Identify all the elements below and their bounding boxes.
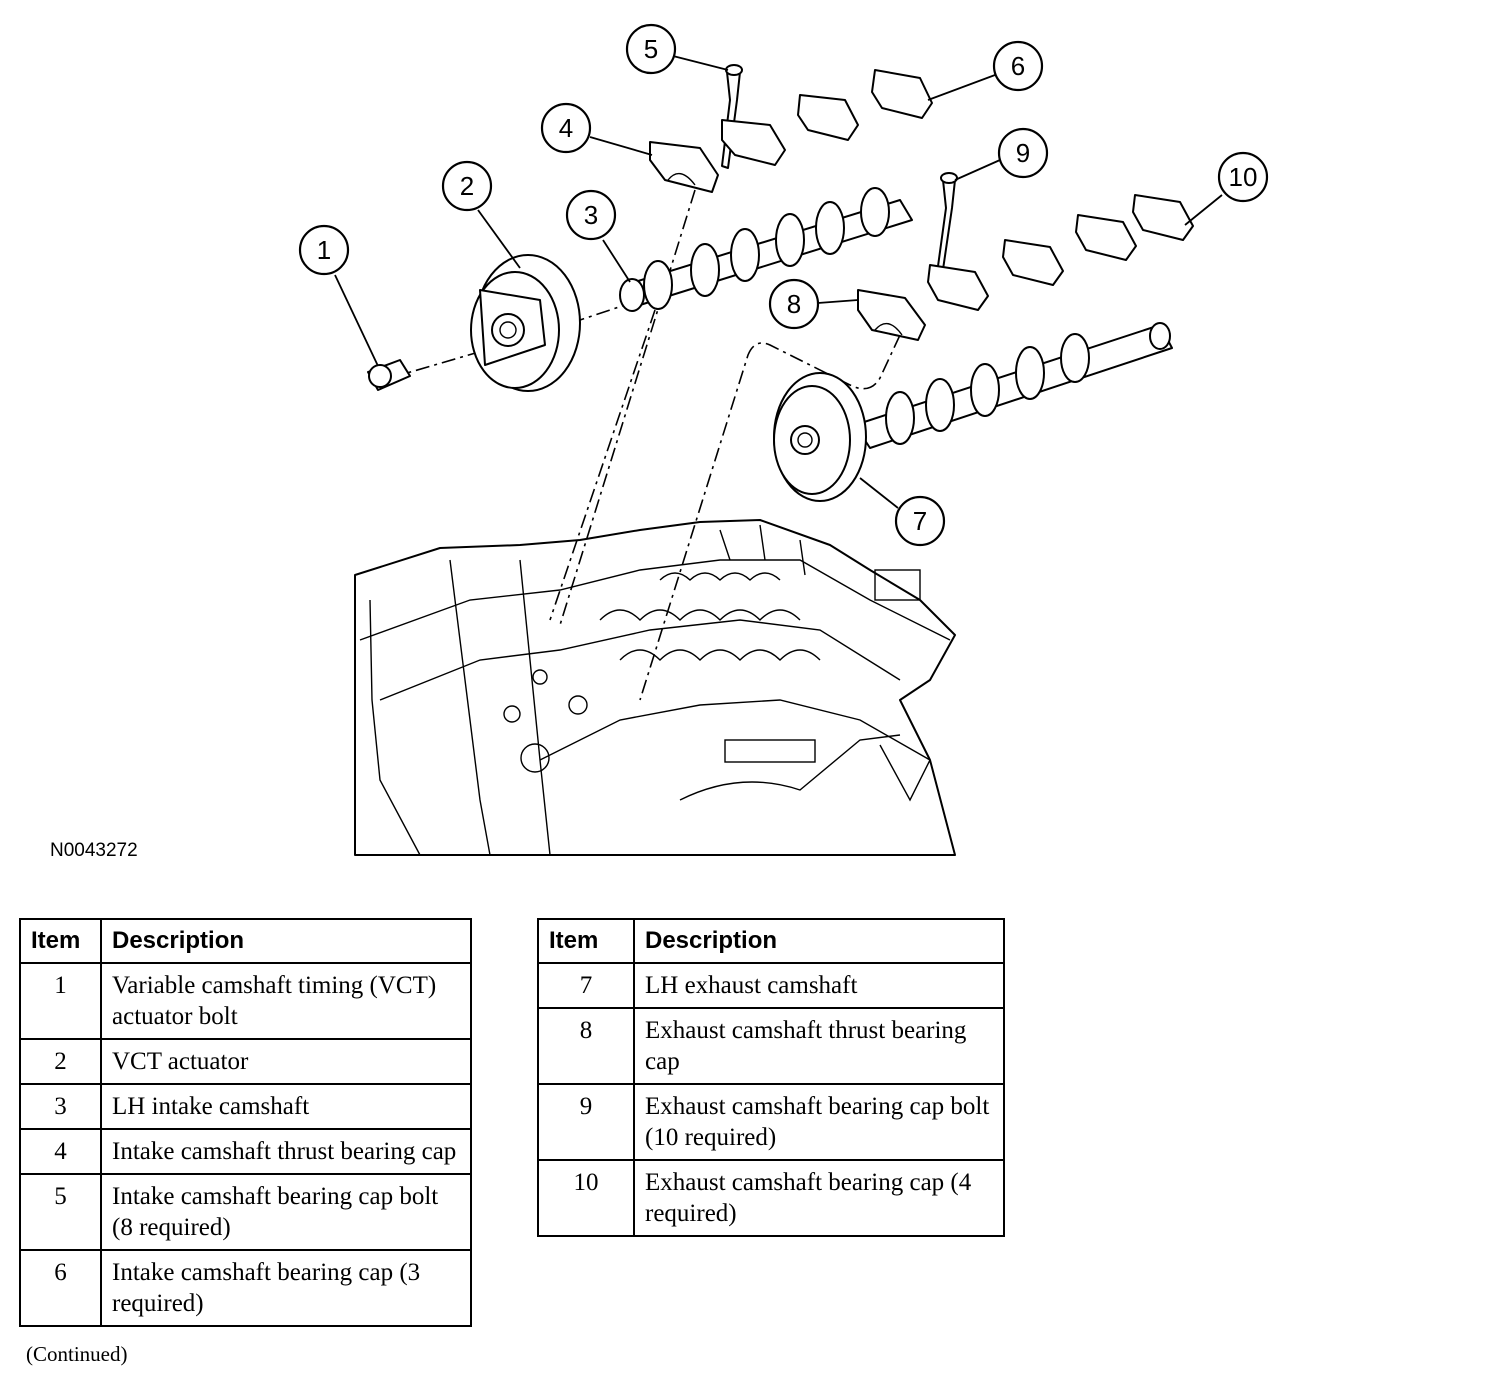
table-row: 2 VCT actuator	[19, 1038, 472, 1085]
item-number: 7	[537, 962, 635, 1009]
engine-cylinder-head	[354, 519, 956, 856]
table-row: 1 Variable camshaft timing (VCT) actuato…	[19, 962, 472, 1040]
item-table-right: Item Description 7 LH exhaust camshaft 8…	[537, 918, 1005, 1237]
table-row: 10 Exhaust camshaft bearing cap (4 requi…	[537, 1159, 1005, 1237]
exhaust-thrust-bearing-cap	[857, 289, 926, 341]
alignment-line-intake-cam	[549, 309, 656, 621]
svg-text:6: 6	[1011, 51, 1025, 81]
alignment-line-intake-cap	[559, 189, 696, 626]
item-description: Intake camshaft bearing cap (3 required)	[100, 1249, 472, 1327]
table-row: 4 Intake camshaft thrust bearing cap	[19, 1128, 472, 1175]
svg-text:5: 5	[644, 34, 658, 64]
lh-intake-camshaft	[619, 187, 913, 312]
callout-8: 8	[768, 278, 820, 330]
lh-exhaust-camshaft	[773, 322, 1173, 502]
svg-text:2: 2	[460, 171, 474, 201]
svg-text:10: 10	[1229, 162, 1258, 192]
item-description: Intake camshaft thrust bearing cap	[100, 1128, 472, 1175]
callout-7: 7	[894, 495, 946, 547]
item-number: 9	[537, 1083, 635, 1161]
item-number: 6	[19, 1249, 102, 1327]
item-description: Exhaust camshaft bearing cap (4 required…	[633, 1159, 1005, 1237]
callout-6: 6	[992, 40, 1044, 92]
callout-3: 3	[565, 189, 617, 241]
table-header-row: Item Description	[537, 918, 1005, 964]
header-description: Description	[100, 918, 472, 964]
item-description: Intake camshaft bearing cap bolt (8 requ…	[100, 1173, 472, 1251]
exploded-diagram: 1 2 3 4 5 6 7 8 9 10	[298, 23, 1269, 856]
callout-1: 1	[298, 224, 350, 276]
vct-actuator-bolt	[367, 359, 411, 391]
table-row: 7 LH exhaust camshaft	[537, 962, 1005, 1009]
item-description: VCT actuator	[100, 1038, 472, 1085]
callout-10: 10	[1217, 151, 1269, 203]
svg-text:8: 8	[787, 289, 801, 319]
table-row: 5 Intake camshaft bearing cap bolt (8 re…	[19, 1173, 472, 1251]
table-header-row: Item Description	[19, 918, 472, 964]
item-number: 8	[537, 1007, 635, 1085]
callout-4: 4	[540, 102, 592, 154]
leader-lines	[334, 55, 1223, 509]
item-number: 4	[19, 1128, 102, 1175]
header-description: Description	[633, 918, 1005, 964]
callout-2: 2	[441, 160, 493, 212]
svg-text:9: 9	[1016, 138, 1030, 168]
svg-text:3: 3	[584, 200, 598, 230]
item-number: 3	[19, 1083, 102, 1130]
item-number: 1	[19, 962, 102, 1040]
svg-text:4: 4	[559, 113, 573, 143]
callout-5: 5	[625, 23, 677, 75]
item-description: Exhaust camshaft thrust bearing cap	[633, 1007, 1005, 1085]
header-item: Item	[537, 918, 635, 964]
table-row: 9 Exhaust camshaft bearing cap bolt (10 …	[537, 1083, 1005, 1161]
table-row: 6 Intake camshaft bearing cap (3 require…	[19, 1249, 472, 1327]
item-description: Exhaust camshaft bearing cap bolt (10 re…	[633, 1083, 1005, 1161]
exhaust-bearing-caps	[927, 194, 1194, 311]
item-number: 2	[19, 1038, 102, 1085]
svg-text:1: 1	[317, 235, 331, 265]
item-number: 10	[537, 1159, 635, 1237]
item-table-left: Item Description 1 Variable camshaft tim…	[19, 918, 472, 1327]
table-row: 3 LH intake camshaft	[19, 1083, 472, 1130]
item-description: Variable camshaft timing (VCT) actuator …	[100, 962, 472, 1040]
figure-id: N0043272	[50, 840, 138, 861]
intake-bearing-caps	[721, 69, 933, 166]
item-number: 5	[19, 1173, 102, 1251]
table-row: 8 Exhaust camshaft thrust bearing cap	[537, 1007, 1005, 1085]
item-description: LH intake camshaft	[100, 1083, 472, 1130]
alignment-line-exhaust-cap	[639, 334, 901, 701]
callout-9: 9	[997, 127, 1049, 179]
svg-text:7: 7	[913, 506, 927, 536]
continued-note: (Continued)	[26, 1342, 128, 1366]
intake-thrust-bearing-cap	[649, 141, 719, 193]
item-description: LH exhaust camshaft	[633, 962, 1005, 1009]
vct-actuator	[470, 254, 581, 392]
header-item: Item	[19, 918, 102, 964]
